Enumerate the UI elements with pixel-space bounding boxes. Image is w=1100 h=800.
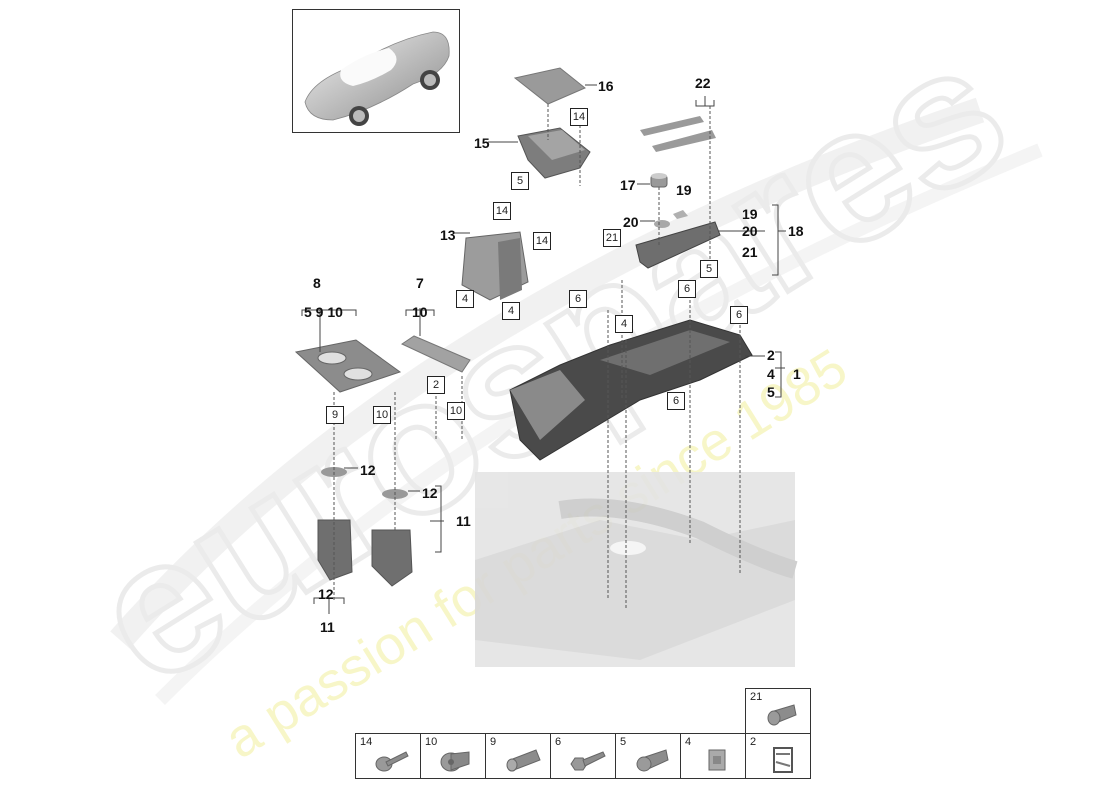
ref-box-14: 14 xyxy=(570,108,588,126)
ref-box-21: 21 xyxy=(603,229,621,247)
ref-box-4: 4 xyxy=(615,315,633,333)
legend-cell-21: 21 xyxy=(745,688,811,734)
callout-18: 18 xyxy=(788,223,804,239)
callout-19: 19 xyxy=(676,182,692,198)
legend-number: 21 xyxy=(750,691,763,703)
callout-1-part-2: 2 xyxy=(767,347,775,363)
ref-box-6: 6 xyxy=(569,290,587,308)
callout-13: 13 xyxy=(440,227,456,243)
callout-21-group: 21 xyxy=(742,244,758,260)
callout-8: 8 xyxy=(313,275,321,291)
legend-number: 14 xyxy=(360,736,373,748)
spring-clip-icon xyxy=(773,747,793,773)
ref-box-14: 14 xyxy=(533,232,551,250)
callout-15: 15 xyxy=(474,135,490,151)
floor-pan xyxy=(475,472,798,667)
callout-1: 1 xyxy=(793,366,801,382)
legend-cell-14: 14 xyxy=(355,733,421,779)
ref-box-4: 4 xyxy=(456,290,474,308)
legend-cell-5: 5 xyxy=(615,733,681,779)
callout-1-part-4: 4 xyxy=(767,366,775,382)
ref-box-9: 9 xyxy=(326,406,344,424)
legend-cell-2: 2 xyxy=(745,733,811,779)
callout-16: 16 xyxy=(598,78,614,94)
callout-7-subparts: 10 xyxy=(412,304,428,320)
legend-cell-6: 6 xyxy=(550,733,616,779)
callout-19-group: 19 xyxy=(742,206,758,222)
legend-cell-4: 4 xyxy=(680,733,746,779)
legend-number: 10 xyxy=(425,736,438,748)
callout-1-part-5: 5 xyxy=(767,384,775,400)
callout-11-bottom: 11 xyxy=(320,619,335,635)
callout-7: 7 xyxy=(416,275,424,291)
legend-number: 9 xyxy=(490,736,497,748)
blind-rivet-icon xyxy=(767,704,797,726)
callout-12-bottom: 12 xyxy=(318,586,334,602)
car-icon xyxy=(304,31,450,126)
callout-17: 17 xyxy=(620,177,636,193)
legend-number: 4 xyxy=(685,736,692,748)
vehicle-thumbnail xyxy=(292,9,460,133)
ref-box-6: 6 xyxy=(730,306,748,324)
screw-icon xyxy=(375,751,409,772)
ref-box-5: 5 xyxy=(511,172,529,190)
legend-number: 6 xyxy=(555,736,562,748)
expansion-rivet-icon xyxy=(506,749,541,772)
clip-nut-icon xyxy=(708,749,726,771)
ref-box-2: 2 xyxy=(427,376,445,394)
legend-number: 5 xyxy=(620,736,627,748)
ref-box-10: 10 xyxy=(447,402,465,420)
callout-8-subparts: 5 9 10 xyxy=(304,304,343,320)
flanged-bushing-icon xyxy=(440,751,470,772)
callout-20-group: 20 xyxy=(742,223,758,239)
ref-box-10: 10 xyxy=(373,406,391,424)
hex-bolt-icon xyxy=(570,751,606,771)
ref-box-5: 5 xyxy=(700,260,718,278)
legend-cell-9: 9 xyxy=(485,733,551,779)
callout-12-right: 12 xyxy=(422,485,438,501)
ref-box-4: 4 xyxy=(502,302,520,320)
callout-11-right: 11 xyxy=(456,513,471,529)
legend-cell-10: 10 xyxy=(420,733,486,779)
callout-12-left: 12 xyxy=(360,462,376,478)
callout-22: 22 xyxy=(695,75,711,91)
ref-box-14: 14 xyxy=(493,202,511,220)
callout-20: 20 xyxy=(623,214,639,230)
ref-box-6: 6 xyxy=(678,280,696,298)
legend-number: 2 xyxy=(750,736,757,748)
rivet-nut-icon xyxy=(636,749,669,772)
ref-box-6: 6 xyxy=(667,392,685,410)
